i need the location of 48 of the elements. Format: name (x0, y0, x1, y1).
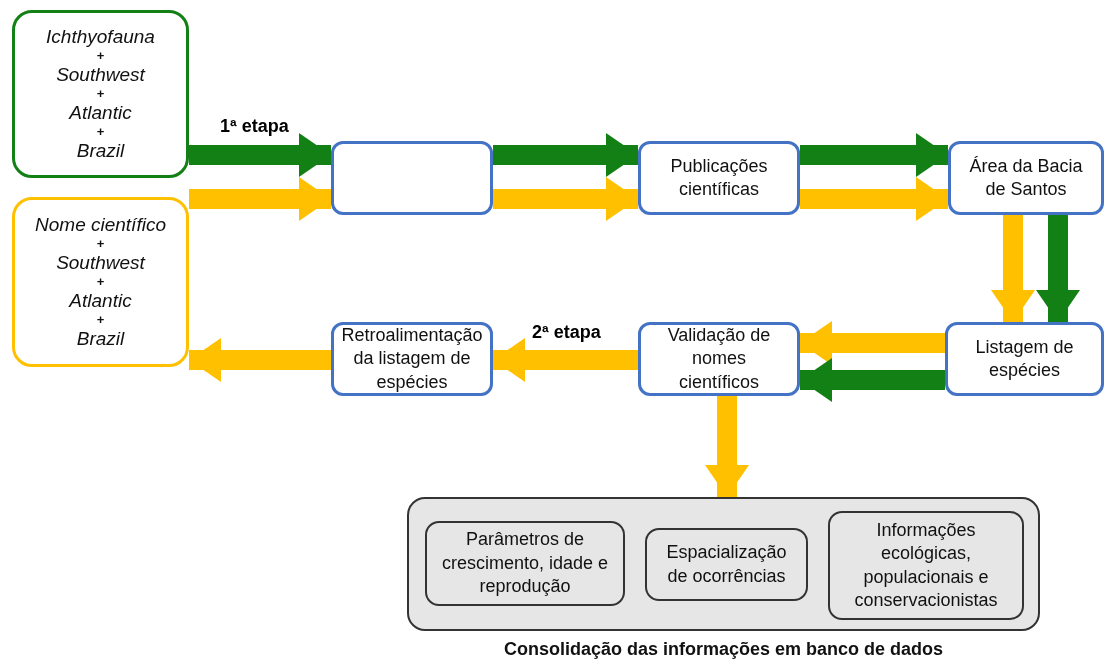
block-arrow (800, 358, 945, 402)
block-arrow (493, 338, 638, 382)
search-term: Southwest (56, 64, 145, 86)
box-label: Listagem de espécies (974, 335, 1075, 382)
edge-label: 1ª etapa (218, 116, 291, 137)
category-box (425, 521, 625, 606)
block-arrow (800, 133, 948, 177)
block-arrow (189, 338, 331, 382)
block-arrow (991, 215, 1035, 322)
category-box (645, 528, 808, 601)
box-label: Parâmetros de crescimento, idade e reprodução (440, 528, 610, 599)
plus-sign: + (96, 85, 105, 103)
block-arrow (493, 177, 638, 221)
search-term: Southwest (56, 252, 145, 274)
block-arrow (189, 177, 331, 221)
process-box (638, 141, 800, 215)
edge-label: 2ª etapa (530, 322, 603, 343)
block-arrow (189, 133, 331, 177)
block-arrow (493, 133, 638, 177)
panel-title: Consolidação das informações em banco de dados (502, 639, 945, 660)
box-label: Área da Bacia de Santos (968, 154, 1084, 201)
box-label: Validação de nomes científicos (666, 323, 772, 394)
search-term: Brazil (76, 140, 125, 163)
empty-process-box (331, 141, 493, 215)
block-arrow (1036, 215, 1080, 322)
process-box (331, 322, 493, 396)
search-terms-box (12, 10, 189, 178)
search-term: Atlantic (69, 102, 132, 124)
plus-sign: + (96, 235, 105, 253)
search-term: Brazil (76, 328, 125, 351)
process-box (638, 322, 800, 396)
box-label: Retroalimentação da listagem de espécies (341, 323, 483, 394)
plus-sign: + (96, 47, 105, 65)
search-term: Atlantic (69, 290, 132, 312)
box-label: Informações ecológicas, populacionais e conservacionistas (853, 518, 999, 612)
category-box (828, 511, 1024, 620)
plus-sign: + (96, 123, 105, 141)
process-box (948, 141, 1104, 215)
block-arrow (800, 177, 948, 221)
search-term: Ichthyofauna (46, 25, 155, 48)
box-label: Publicações científicas (669, 154, 769, 201)
search-term: Nome científico (35, 213, 166, 236)
plus-sign: + (96, 311, 105, 329)
plus-sign: + (96, 273, 105, 291)
search-terms-box (12, 197, 189, 367)
box-label: Espacialização de ocorrências (665, 541, 788, 588)
block-arrow (705, 396, 749, 497)
process-box (945, 322, 1104, 396)
